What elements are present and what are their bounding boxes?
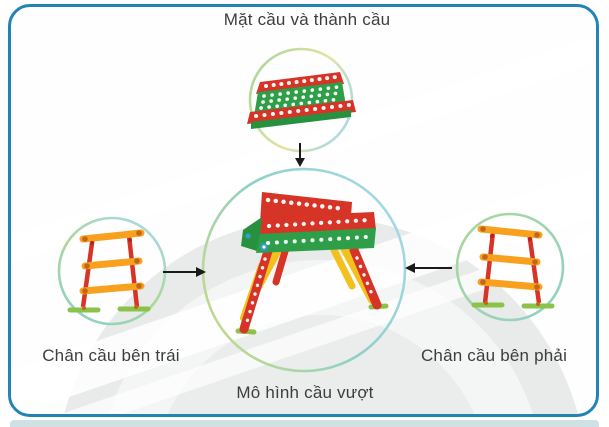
arrow-left-icon: [405, 263, 452, 273]
next-box-edge: [10, 420, 599, 427]
bridge-deck-piece-image: [247, 72, 356, 129]
arrow-down-icon: [295, 143, 305, 167]
label-bridge-deck: Mặt cầu và thành cầu: [223, 10, 391, 29]
right-leg-model-image: [474, 226, 552, 306]
overpass-model-image: [235, 192, 389, 335]
arrow-right-icon: [163, 267, 206, 277]
right-circle: [455, 212, 565, 322]
figure-card: [8, 4, 599, 417]
center-circle: [201, 167, 407, 373]
label-left-leg: Chân cầu bên trái: [42, 346, 180, 365]
label-overpass-model: Mô hình cầu vượt: [236, 383, 374, 402]
label-right-leg: Chân cầu bên phải: [420, 346, 568, 365]
left-leg-model-image: [70, 230, 148, 310]
